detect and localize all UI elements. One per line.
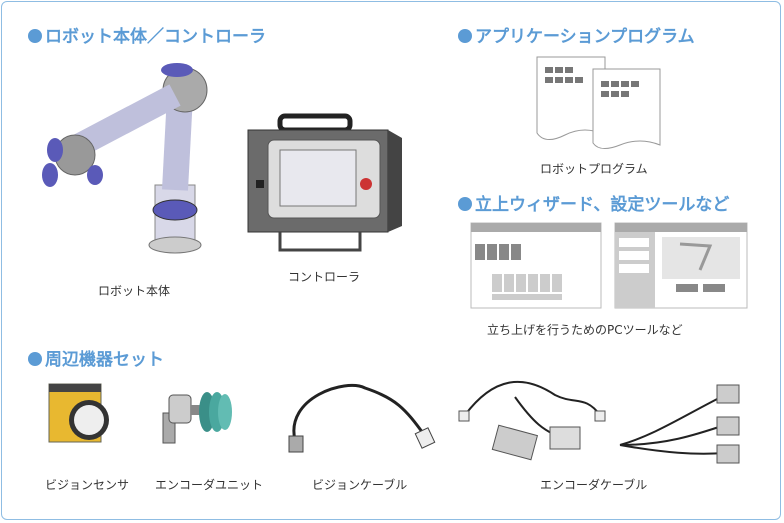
bullet-icon <box>458 29 472 43</box>
caption-pc-tools: 立ち上げを行うためのPCツールなど <box>487 323 683 337</box>
pc-tool-screens-illustration <box>470 222 748 309</box>
section-title-wizard: 立上ウィザード、設定ツールなど <box>458 190 729 215</box>
caption-vision-cable: ビジョンケーブル <box>312 478 408 492</box>
controller-illustration <box>247 113 402 252</box>
bullet-icon <box>458 197 472 211</box>
vision-cable-illustration <box>288 383 436 453</box>
caption-encoder-cable: エンコーダケーブル <box>540 478 648 492</box>
vision-sensor-illustration <box>48 383 109 443</box>
encoder-cable-illustration <box>458 381 740 464</box>
caption-robot-program: ロボットプログラム <box>540 162 648 176</box>
section-title-text: ロボット本体／コントローラ <box>45 27 266 47</box>
caption-robot: ロボット本体 <box>98 284 171 298</box>
bullet-icon <box>28 352 42 366</box>
section-title-peripherals: 周辺機器セット <box>28 345 164 370</box>
caption-vision-sensor: ビジョンセンサ <box>45 478 130 492</box>
section-title-text: 立上ウィザード、設定ツールなど <box>475 195 730 215</box>
bullet-icon <box>28 29 42 43</box>
section-title-app: アプリケーションプログラム <box>458 22 695 47</box>
caption-controller: コントローラ <box>288 270 361 284</box>
encoder-unit-illustration <box>162 392 232 444</box>
caption-encoder-unit: エンコーダユニット <box>155 478 264 492</box>
section-title-robot: ロボット本体／コントローラ <box>28 22 266 47</box>
robot-arm-illustration <box>42 63 208 254</box>
section-title-text: アプリケーションプログラム <box>475 27 695 47</box>
program-document-illustration <box>536 56 661 149</box>
section-title-text: 周辺機器セット <box>45 350 164 370</box>
